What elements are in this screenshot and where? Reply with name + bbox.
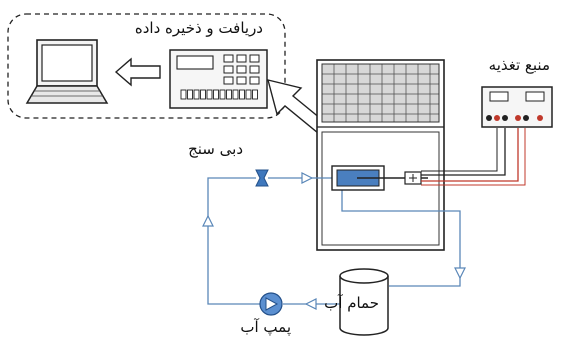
logger-port [252, 89, 258, 100]
logger-port [213, 89, 219, 100]
left-arrow-icon [114, 57, 161, 87]
water-bath-icon [339, 268, 389, 336]
logger-port [187, 89, 193, 100]
heater-wires [357, 128, 526, 186]
logger-port [226, 89, 232, 100]
logger-port [180, 89, 187, 100]
logger-port [219, 89, 226, 100]
flow-arrow-right [301, 172, 314, 184]
logger-port [200, 89, 206, 100]
logger-port [245, 89, 252, 100]
pump-icon [259, 292, 283, 316]
logger-port [193, 89, 200, 100]
data-logger-icon [169, 49, 268, 109]
flowmeter-icon [255, 169, 269, 187]
flow-arrow-left [304, 298, 317, 310]
logger-port [206, 89, 213, 100]
data-acquisition-label: دریافت و ذخیره داده [134, 19, 263, 37]
flow-arrow-down [454, 267, 466, 280]
flowmeter-label: دبی سنج [188, 140, 243, 158]
water-pump-label: پمپ آب [240, 318, 291, 336]
data-acquisition-group [7, 13, 286, 119]
power-supply-label: منبع تغذیه [488, 56, 550, 74]
solar-panel-icon [316, 59, 445, 251]
logger-port [239, 89, 245, 100]
laptop-icon [25, 39, 109, 104]
power-supply-icon [481, 86, 553, 128]
flow-arrow-up [202, 214, 214, 227]
logger-port [232, 89, 239, 100]
water-bath-label: حمام آب [324, 294, 379, 312]
